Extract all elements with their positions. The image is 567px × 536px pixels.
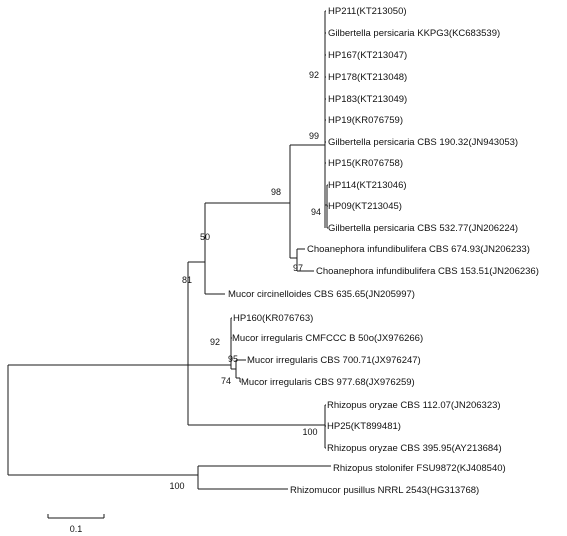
taxon-label: HP09(KT213045) bbox=[328, 201, 402, 212]
bootstrap-value: 98 bbox=[271, 187, 281, 197]
taxon-label: HP178(KT213048) bbox=[328, 72, 407, 83]
taxon-label: Mucor irregularis CBS 977.68(JX976259) bbox=[241, 377, 415, 388]
bootstrap-value: 81 bbox=[182, 275, 192, 285]
bootstrap-value: 74 bbox=[221, 376, 231, 386]
bootstrap-value: 92 bbox=[309, 70, 319, 80]
bootstrap-value: 99 bbox=[309, 131, 319, 141]
taxon-labels: HP211(KT213050) Gilbertella persicaria KK… bbox=[228, 6, 539, 496]
taxon-label: HP19(KR076759) bbox=[328, 115, 403, 126]
taxon-label: HP211(KT213050) bbox=[328, 6, 407, 17]
taxon-label: Mucor irregularis CBS 700.71(JX976247) bbox=[247, 355, 421, 366]
taxon-label: Mucor circinelloides CBS 635.65(JN205997… bbox=[228, 289, 415, 300]
bootstrap-value: 97 bbox=[293, 263, 303, 273]
tree-branches bbox=[7, 10, 331, 490]
taxon-label: HP167(KT213047) bbox=[328, 50, 407, 61]
taxon-label: Gilbertella persicaria CBS 190.32(JN9430… bbox=[328, 137, 518, 148]
taxon-label: Gilbertella persicaria KKPG3(KC683539) bbox=[328, 28, 500, 39]
taxon-label: Rhizomucor pusillus NRRL 2543(HG313768) bbox=[290, 485, 479, 496]
taxon-label: HP15(KR076758) bbox=[328, 158, 403, 169]
scale-bar-label: 0.1 bbox=[70, 524, 83, 534]
taxon-label: HP114(KT213046) bbox=[328, 180, 407, 191]
taxon-label: Rhizopus oryzae CBS 395.95(AY213684) bbox=[327, 443, 502, 454]
scale-bar: 0.1 bbox=[47, 514, 105, 534]
bootstrap-value: 100 bbox=[302, 427, 317, 437]
taxon-label: HP25(KT899481) bbox=[327, 421, 401, 432]
taxon-label: HP160(KR076763) bbox=[233, 313, 313, 324]
bootstrap-value: 94 bbox=[311, 207, 321, 217]
taxon-label: Rhizopus stolonifer FSU9872(KJ408540) bbox=[333, 463, 506, 474]
bootstrap-value: 92 bbox=[210, 337, 220, 347]
bootstrap-value: 95 bbox=[228, 354, 238, 364]
taxon-label: Choanephora infundibulifera CBS 153.51(J… bbox=[316, 266, 539, 277]
taxon-label: HP183(KT213049) bbox=[328, 94, 407, 105]
bootstrap-value: 50 bbox=[200, 232, 210, 242]
taxon-label: Choanephora infundibulifera CBS 674.93(J… bbox=[307, 244, 530, 255]
bootstrap-value: 100 bbox=[169, 481, 184, 491]
taxon-label: Rhizopus oryzae CBS 112.07(JN206323) bbox=[327, 400, 501, 411]
bootstrap-values: 92 99 98 94 97 50 81 92 95 74 100 100 bbox=[169, 70, 321, 491]
taxon-label: Gilbertella persicaria CBS 532.77(JN2062… bbox=[328, 223, 518, 234]
taxon-label: Mucor irregularis CMFCCC B 50o(JX976266) bbox=[232, 333, 423, 344]
